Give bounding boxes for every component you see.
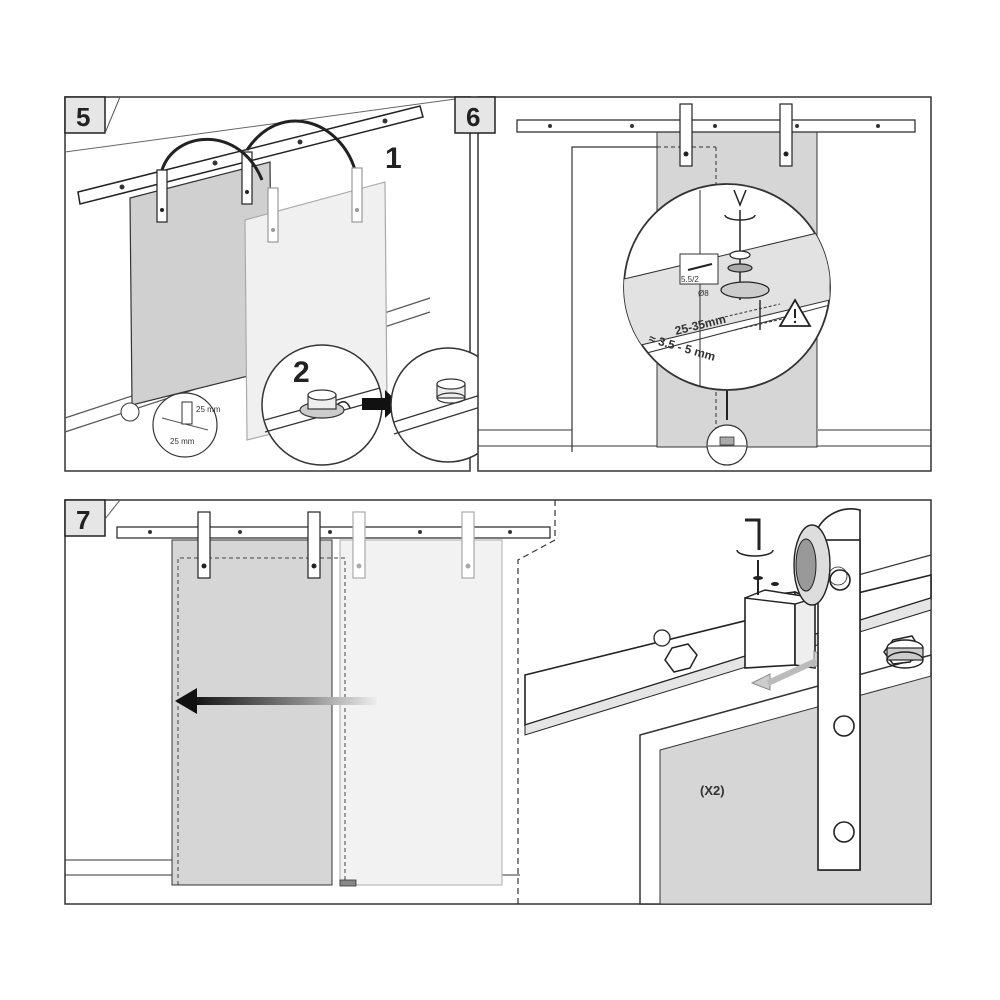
callout-2: 2: [293, 356, 310, 389]
step-5-badge: [64, 96, 106, 134]
direction-arrow-icon: [362, 390, 400, 418]
dimension-label-vertical: 25 mm: [196, 405, 221, 414]
drill-size-label: 5.5/2: [681, 275, 699, 284]
dimension-label-horizontal: 25 mm: [170, 437, 195, 446]
step-5-number: 5: [76, 102, 90, 132]
sliding-rail: [116, 526, 551, 539]
step-6-badge: [454, 96, 496, 134]
rotate-arrow-icon: [724, 214, 756, 221]
hex-key-icon: [733, 189, 747, 208]
screw-size-label: Ø8: [698, 289, 709, 298]
rotate-arrow-icon: [736, 549, 774, 557]
panel-step-6: 6: [454, 96, 932, 472]
slide-direction-arrow-icon: [175, 688, 197, 714]
step-6-number: 6: [466, 102, 480, 132]
door-panel-detail: [659, 675, 932, 905]
quantity-label: (X2): [700, 783, 725, 798]
panel-step-5: 5 1 25 mm 25 mm: [64, 96, 506, 472]
hex-key-icon: [745, 518, 761, 550]
callout-1: 1: [385, 142, 402, 175]
panel-step-7: 7: [64, 499, 932, 905]
step-7-number: 7: [76, 505, 90, 535]
warning-triangle-icon: [778, 298, 812, 327]
step-7-badge: [64, 499, 106, 537]
door-panel-ghost: [339, 539, 503, 886]
floor-guide-detail: [152, 392, 218, 458]
door-panel-closed: [171, 539, 333, 886]
